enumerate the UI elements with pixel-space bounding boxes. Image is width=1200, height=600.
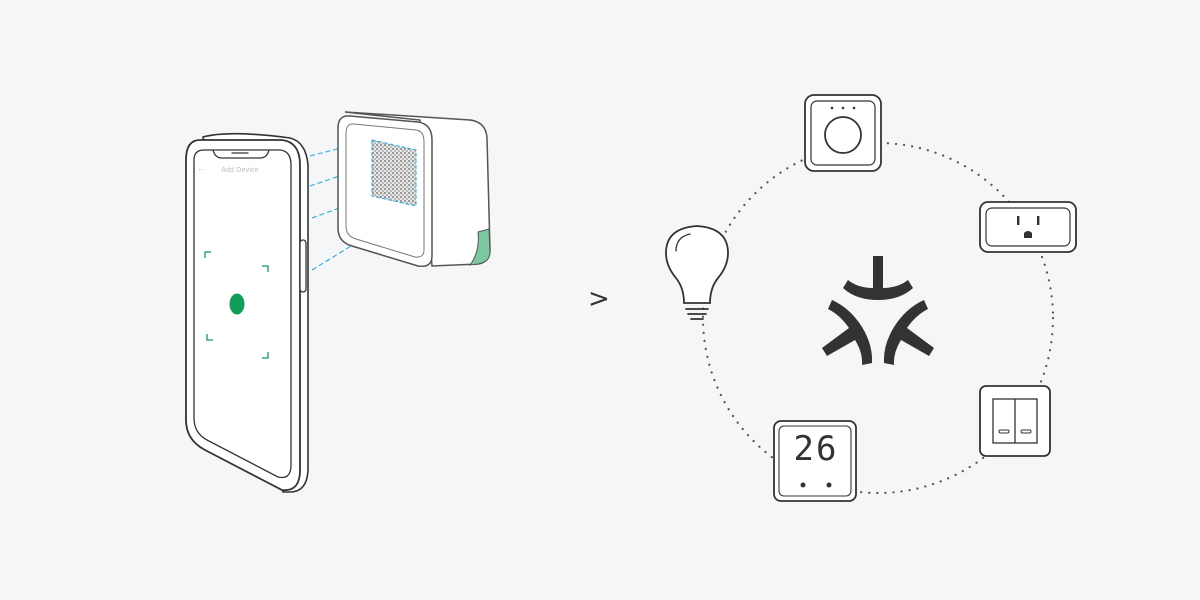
switch-icon [979,385,1051,457]
phone-screen-title: Add Device [221,167,259,174]
viewfinder-corners [204,251,269,359]
device-ring [701,141,1055,495]
flow-arrow: > [588,284,610,314]
qr-device [337,111,491,268]
back-arrow-icon: ← [197,164,205,173]
outlet-icon [979,201,1077,253]
bulb-icon [665,225,729,320]
hub-icon [804,94,882,172]
phone [185,132,309,493]
thermometer-reading: 26 [793,429,839,469]
scan-target-dot [229,293,245,315]
matter-logo-icon [822,256,934,365]
thermometer-icon [773,420,857,502]
